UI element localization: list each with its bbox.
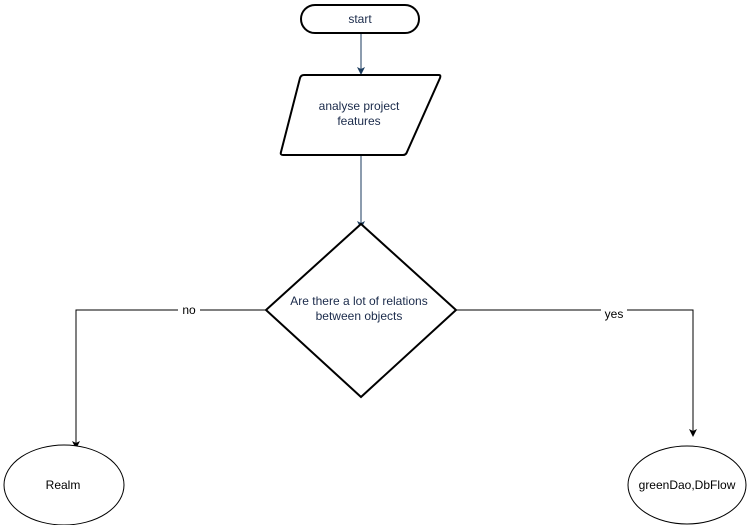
realm-node[interactable] xyxy=(3,444,125,525)
decision-diamond[interactable] xyxy=(264,222,458,399)
connector-decision-to-greendao xyxy=(456,309,697,437)
connector-decision-to-realm xyxy=(72,309,266,449)
analyse-io-node[interactable] xyxy=(279,74,442,156)
greendao-node[interactable] xyxy=(627,445,747,525)
start-terminator[interactable] xyxy=(300,4,420,34)
